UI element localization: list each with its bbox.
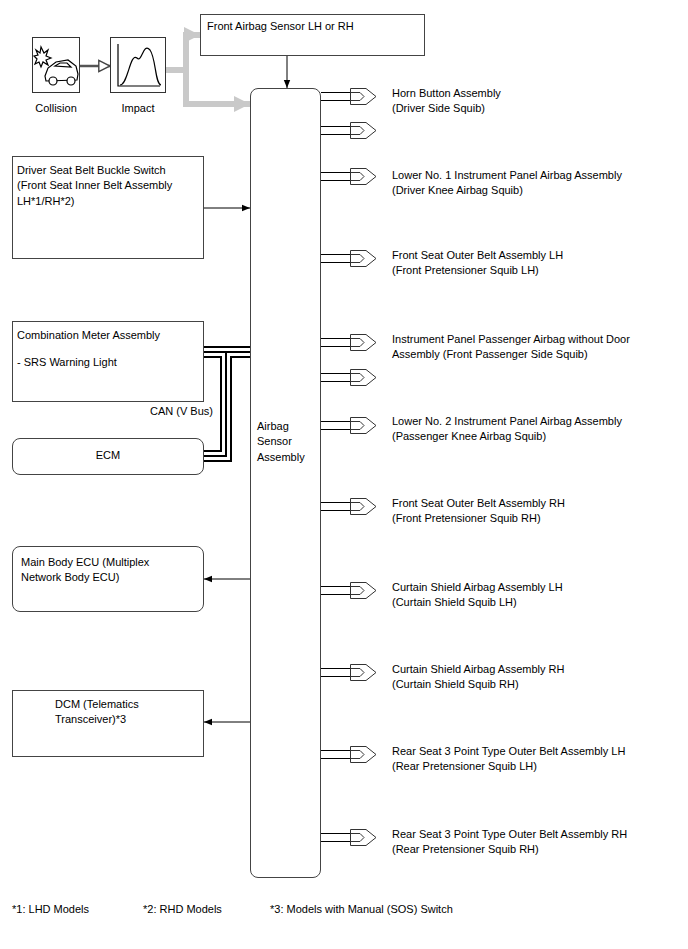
squib-label: Curtain Shield Airbag Assembly LH (Curta… [392,580,587,611]
squib-item: Curtain Shield Airbag Assembly LH (Curta… [350,580,597,611]
squib-symbol [350,334,378,352]
component-name: Driver Seat Belt Buckle Switch (Front Se… [17,163,189,209]
wire [321,502,350,503]
wire [204,208,250,209]
squib-item: Horn Button Assembly (Driver Side Squib) [350,86,527,140]
component-name: ECM [17,448,199,463]
component-box: DCM (Telematics Transceiver)*3 [12,690,204,757]
squib-item: Instrument Panel Passenger Airbag withou… [350,332,672,387]
component-name: - SRS Warning Light [17,355,199,370]
picture-caption: Impact [96,101,180,116]
squib-label: Horn Button Assembly (Driver Side Squib) [392,86,517,117]
component-box: Combination Meter Assembly - SRS Warning … [12,321,204,402]
squib-item: Lower No. 2 Instrument Panel Airbag Asse… [350,414,652,445]
squib-label: Rear Seat 3 Point Type Outer Belt Assemb… [392,827,647,858]
impact-graph [118,44,161,86]
squib-item: Rear Seat 3 Point Type Outer Belt Assemb… [350,744,657,775]
squib-symbol [350,168,378,186]
squib-label: Front Seat Outer Belt Assembly RH (Front… [392,496,587,527]
squib-return-wire [321,594,350,595]
squib-return-wire [321,758,350,759]
squib-return-wire [321,346,350,347]
bus-label: CAN (V Bus) [148,404,215,419]
squib-symbol [350,746,378,764]
squib-item: Curtain Shield Airbag Assembly RH (Curta… [350,662,597,693]
squib-label: Front Seat Outer Belt Assembly LH (Front… [392,248,587,279]
component-name: DCM (Telematics Transceiver)*3 [55,697,155,728]
picture-frame [110,37,166,93]
squib-return-wire [321,841,350,842]
picture-frame [32,37,80,93]
wire [321,668,350,669]
squib-symbol [350,498,378,516]
footnote: *3: Models with Manual (SOS) Switch [270,902,453,917]
footnote: *1: LHD Models [12,902,89,917]
squib-item: Lower No. 1 Instrument Panel Airbag Asse… [350,168,652,199]
picture-box: Collision [32,37,80,116]
wire [204,579,250,580]
squib-label: Lower No. 1 Instrument Panel Airbag Asse… [392,168,642,199]
squib-return-wire [321,134,350,135]
squib-return-wire [321,510,350,511]
component-name: Combination Meter Assembly [17,328,199,343]
impact-arrow [166,70,250,104]
squib-symbol [350,664,378,682]
squib-item: Rear Seat 3 Point Type Outer Belt Assemb… [350,827,657,858]
component-name: Airbag Sensor Assembly [257,419,316,465]
squib-label: Instrument Panel Passenger Airbag withou… [392,332,662,363]
squib-return-wire [321,429,350,430]
wire [321,750,350,751]
picture-caption: Collision [18,101,94,116]
component-box: ECM [12,438,204,475]
component-box: Main Body ECU (Multiplex Network Body EC… [12,546,204,612]
squib-label: Rear Seat 3 Point Type Outer Belt Assemb… [392,744,647,775]
squib-symbol [350,369,378,387]
squib-symbol [350,250,378,268]
squib-item: Front Seat Outer Belt Assembly RH (Front… [350,496,597,527]
squib-return-wire [321,100,350,101]
squib-return-wire [321,381,350,382]
wire [80,65,110,68]
squib-return-wire [321,262,350,263]
component-name: Front Airbag Sensor LH or RH [207,19,420,34]
impact-arrow [166,35,200,70]
footnote: *2: RHD Models [143,902,222,917]
squib-symbol [350,829,378,847]
wire [321,172,350,173]
wire [321,586,350,587]
wire [321,92,350,93]
squib-return-wire [321,180,350,181]
component-box: Airbag Sensor Assembly [250,88,321,878]
wire [321,373,350,374]
wire [321,254,350,255]
collision-picture [34,47,78,85]
component-box: Driver Seat Belt Buckle Switch (Front Se… [12,156,204,259]
squib-symbol [350,582,378,600]
squib-return-wire [321,676,350,677]
squib-symbol [350,417,378,435]
squib-symbol [350,122,378,140]
squib-label: Curtain Shield Airbag Assembly RH (Curta… [392,662,587,693]
wire [321,421,350,422]
wire [321,126,350,127]
component-box: Front Airbag Sensor LH or RH [200,14,425,56]
wire [321,338,350,339]
wire [287,56,288,88]
wire [321,833,350,834]
picture-box: Impact [110,37,166,116]
wire [204,722,250,723]
squib-label: Lower No. 2 Instrument Panel Airbag Asse… [392,414,642,445]
squib-symbol [350,88,378,106]
component-name: Main Body ECU (Multiplex Network Body EC… [21,555,191,586]
squib-item: Front Seat Outer Belt Assembly LH (Front… [350,248,597,279]
